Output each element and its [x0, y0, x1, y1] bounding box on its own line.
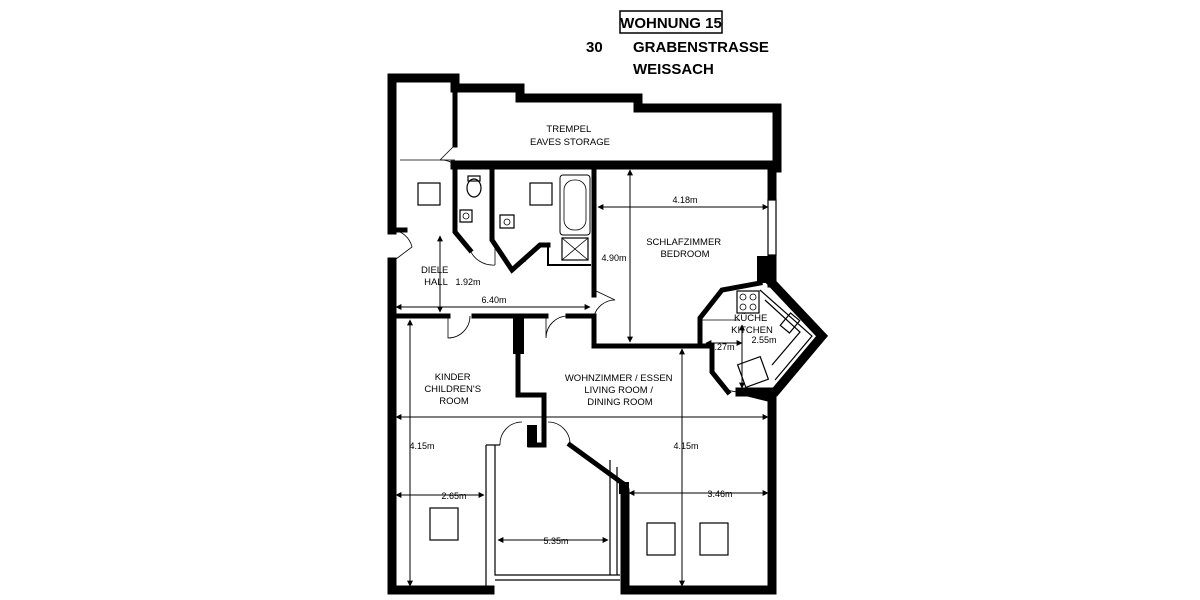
dim-kitchen-b: 2.55m [751, 335, 776, 345]
dim-children-width: 2.65m [441, 491, 466, 501]
dim-bedroom-depth: 4.90m [601, 253, 626, 263]
hall-area [389, 227, 616, 339]
bedroom-label: SCHLAFZIMMER BEDROOM [646, 237, 724, 260]
dim-hall-depth: 1.92m [455, 277, 480, 287]
dim-bedroom-width: 4.18m [672, 195, 697, 205]
kitchen-label: KÜCHE KITCHEN [731, 313, 773, 336]
dim-living-depth: 4.15m [673, 441, 698, 451]
children-room-label: KINDER CHILDREN'S ROOM [424, 372, 483, 407]
dim-kitchen-a: 2.27m [709, 342, 734, 352]
bedroom-wall [591, 313, 703, 349]
kitchen-bay [697, 276, 829, 397]
skylight [646, 522, 676, 556]
hall-label: DIELE HALL [421, 265, 451, 288]
town-name: WEISSACH [633, 61, 714, 78]
bedroom-window [767, 199, 777, 256]
skylight [429, 507, 459, 541]
dimension-lines [395, 169, 769, 587]
dim-balcony-width: 5.35m [543, 536, 568, 546]
dim-children-depth: 4.15m [409, 441, 434, 451]
skylight [699, 522, 729, 556]
bathroom-block [417, 162, 597, 298]
dim-living-width: 3.46m [707, 489, 732, 499]
living-room-label: WOHNZIMMER / ESSEN LIVING ROOM / DINING … [565, 373, 675, 408]
unit-title-box [619, 10, 723, 34]
outer-walls [387, 73, 782, 595]
street-name: GRABENSTRASSE [633, 39, 769, 56]
dim-hall-width: 6.40m [481, 295, 506, 305]
eaves-label: TREMPEL EAVES STORAGE [530, 124, 610, 148]
chimney-block [757, 256, 773, 283]
house-number: 30 [586, 39, 603, 56]
unit-title: WOHNUNG 15 [620, 15, 722, 32]
